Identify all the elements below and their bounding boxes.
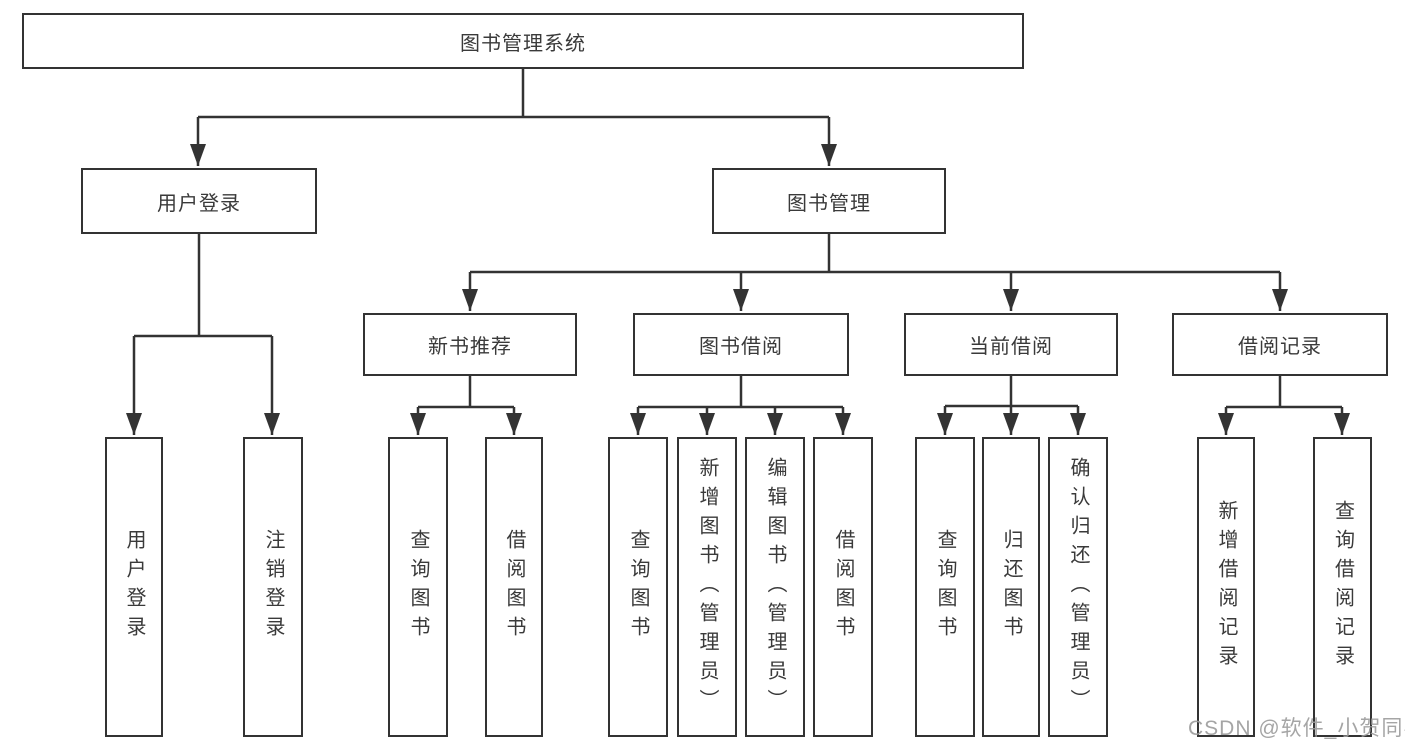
node-borrow-record: 借阅记录	[1172, 313, 1388, 376]
leaf-user-login-login: 用户登录	[105, 437, 163, 737]
leaf-book-borrow-query: 查询图书	[608, 437, 668, 737]
node-book-management-label: 图书管理	[787, 192, 871, 215]
node-borrow-record-label: 借阅记录	[1238, 336, 1322, 358]
node-current-borrow: 当前借阅	[904, 313, 1118, 376]
leaf-book-borrow-query-label: 查询图书	[627, 529, 649, 645]
node-new-book-recommend-label: 新书推荐	[428, 336, 512, 358]
leaf-book-borrow-edit-label: 编辑图书（管理员）	[764, 456, 786, 718]
leaf-user-login-login-label: 用户登录	[123, 529, 145, 645]
node-book-borrow: 图书借阅	[633, 313, 849, 376]
leaf-current-borrow-confirm: 确认归还（管理员）	[1048, 437, 1108, 737]
leaf-borrow-record-query: 查询借阅记录	[1313, 437, 1372, 737]
leaf-borrow-record-add: 新增借阅记录	[1197, 437, 1255, 737]
leaf-user-login-logout-label: 注销登录	[262, 529, 284, 645]
leaf-borrow-record-add-label: 新增借阅记录	[1215, 500, 1237, 674]
leaf-book-borrow-add-label: 新增图书（管理员）	[696, 456, 718, 718]
leaf-current-borrow-query: 查询图书	[915, 437, 975, 737]
leaf-new-book-query-label: 查询图书	[407, 529, 429, 645]
node-book-management: 图书管理	[712, 168, 946, 234]
node-book-borrow-label: 图书借阅	[699, 336, 783, 358]
node-new-book-recommend: 新书推荐	[363, 313, 577, 376]
node-user-login: 用户登录	[81, 168, 317, 234]
csdn-watermark: CSDN @软件_小贺同学	[1188, 717, 1405, 740]
leaf-book-borrow-borrow: 借阅图书	[813, 437, 873, 737]
leaf-new-book-query: 查询图书	[388, 437, 448, 737]
node-root: 图书管理系统	[22, 13, 1024, 69]
leaf-current-borrow-query-label: 查询图书	[934, 529, 956, 645]
leaf-book-borrow-edit: 编辑图书（管理员）	[745, 437, 805, 737]
leaf-current-borrow-return: 归还图书	[982, 437, 1040, 737]
leaf-current-borrow-return-label: 归还图书	[1000, 529, 1022, 645]
leaf-book-borrow-borrow-label: 借阅图书	[832, 529, 854, 645]
leaf-user-login-logout: 注销登录	[243, 437, 303, 737]
node-root-label: 图书管理系统	[460, 32, 586, 55]
leaf-new-book-borrow: 借阅图书	[485, 437, 543, 737]
node-current-borrow-label: 当前借阅	[969, 336, 1053, 358]
node-user-login-label: 用户登录	[157, 192, 241, 215]
leaf-current-borrow-confirm-label: 确认归还（管理员）	[1067, 456, 1089, 718]
leaf-book-borrow-add: 新增图书（管理员）	[677, 437, 737, 737]
leaf-new-book-borrow-label: 借阅图书	[503, 529, 525, 645]
leaf-borrow-record-query-label: 查询借阅记录	[1331, 500, 1354, 674]
